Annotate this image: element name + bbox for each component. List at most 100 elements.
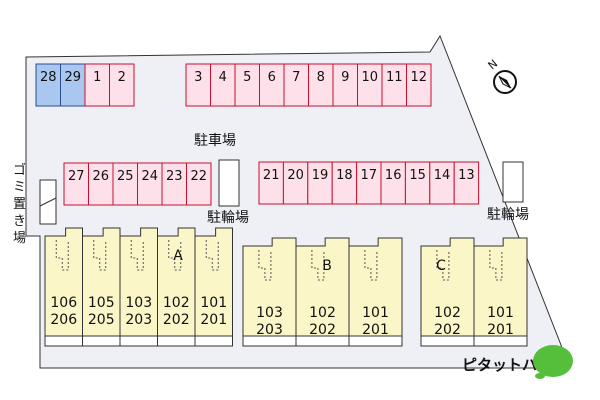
room-number-ground: 102 <box>163 295 190 311</box>
parking-space-number: 8 <box>317 70 325 85</box>
compass-icon: N <box>486 57 517 94</box>
parking-space: 25 <box>112 162 138 206</box>
parking-space-number: 23 <box>166 169 183 184</box>
room-number-ground: 105 <box>88 295 115 311</box>
bicycle-stand-left <box>218 159 240 207</box>
parking-space-number: 12 <box>410 70 427 85</box>
parking-space: 23 <box>161 162 187 206</box>
building-name: A <box>173 248 183 264</box>
parking-space-number: 22 <box>190 169 207 184</box>
parking-label: 駐車場 <box>194 132 236 149</box>
parking-space: 15 <box>404 161 431 205</box>
parking-space: 5 <box>234 63 260 107</box>
parking-space: 24 <box>137 162 163 206</box>
parking-space-number: 20 <box>287 168 304 183</box>
parking-space: 6 <box>259 63 285 107</box>
logo: ピタットハウス <box>462 345 573 379</box>
garbage-label-char: ゴ <box>13 162 26 178</box>
parking-row-mid-left: 27 26 25 24 23 22 <box>63 162 212 206</box>
parking-space-number: 14 <box>434 168 451 183</box>
room-number-ground: 106 <box>50 295 77 311</box>
building-name: B <box>322 258 332 274</box>
parking-space: 26 <box>88 162 114 206</box>
parking-space-number: 10 <box>361 70 378 85</box>
room-number-upper: 203 <box>125 312 152 328</box>
room-number-ground: 102 <box>434 305 461 321</box>
parking-space-number: 27 <box>68 169 85 184</box>
garbage-label-char: 置 <box>13 197 26 212</box>
parking-space: 9 <box>332 63 358 107</box>
parking-space-number: 3 <box>194 70 202 85</box>
parking-space-number: 28 <box>40 70 57 85</box>
bicycle-label-left: 駐輪場 <box>207 209 249 226</box>
garbage-label-char: 場 <box>13 231 26 246</box>
parking-space: 13 <box>453 161 480 205</box>
parking-space: 27 <box>63 162 89 206</box>
parking-space: 3 <box>185 63 211 107</box>
parking-space: 22 <box>186 162 212 206</box>
parking-space-number: 18 <box>336 168 353 183</box>
room-number-ground: 102 <box>309 305 336 321</box>
parking-space-number: 2 <box>118 70 126 85</box>
room-number-upper: 202 <box>434 322 461 338</box>
logo-leaf-icon <box>533 345 573 377</box>
parking-space: 17 <box>356 161 382 205</box>
room-number-upper: 201 <box>200 312 227 328</box>
room-number-ground: 103 <box>125 295 152 311</box>
parking-space-number: 26 <box>92 169 109 184</box>
parking-space-number: 15 <box>409 168 426 183</box>
parking-space-number: 25 <box>117 169 134 184</box>
room-number-upper: 202 <box>309 322 336 338</box>
parking-space: 10 <box>357 63 383 107</box>
bicycle-label-right: 駐輪場 <box>487 206 529 223</box>
room-number-upper: 206 <box>50 312 77 328</box>
parking-space: 4 <box>210 63 236 107</box>
bicycle-stand-right <box>502 161 524 203</box>
parking-space-number: 5 <box>243 70 251 85</box>
parking-space: 11 <box>381 63 407 107</box>
room-number-upper: 205 <box>88 312 115 328</box>
parking-space: 21 <box>258 161 284 205</box>
room-number-ground: 103 <box>256 305 283 321</box>
parking-space: 16 <box>380 161 406 205</box>
parking-space-number: 4 <box>219 70 227 85</box>
room-number-upper: 201 <box>362 322 389 338</box>
parking-space: 7 <box>283 63 309 107</box>
parking-space-number: 24 <box>141 169 158 184</box>
parking-space: 8 <box>308 63 334 107</box>
room-number-upper: 201 <box>487 322 514 338</box>
parking-space: 18 <box>331 161 358 205</box>
parking-space-number: 17 <box>361 168 378 183</box>
compass-north-label: N <box>486 57 501 72</box>
parking-space-number: 13 <box>458 168 475 183</box>
parking-space-number: 9 <box>341 70 349 85</box>
garbage-label-char: ミ <box>13 180 26 195</box>
garbage-label-char: き <box>13 214 26 229</box>
parking-space-number: 29 <box>64 70 81 85</box>
parking-space: 29 <box>60 63 86 107</box>
parking-space-number: 11 <box>386 70 403 85</box>
parking-space: 14 <box>429 161 455 205</box>
room-number-ground: 101 <box>362 305 389 321</box>
room-number-upper: 202 <box>163 312 190 328</box>
parking-space-number: 21 <box>263 168 280 183</box>
parking-space-number: 6 <box>268 70 276 85</box>
room-number-ground: 101 <box>200 295 227 311</box>
room-number-ground: 101 <box>487 305 514 321</box>
building-name: C <box>436 258 446 274</box>
